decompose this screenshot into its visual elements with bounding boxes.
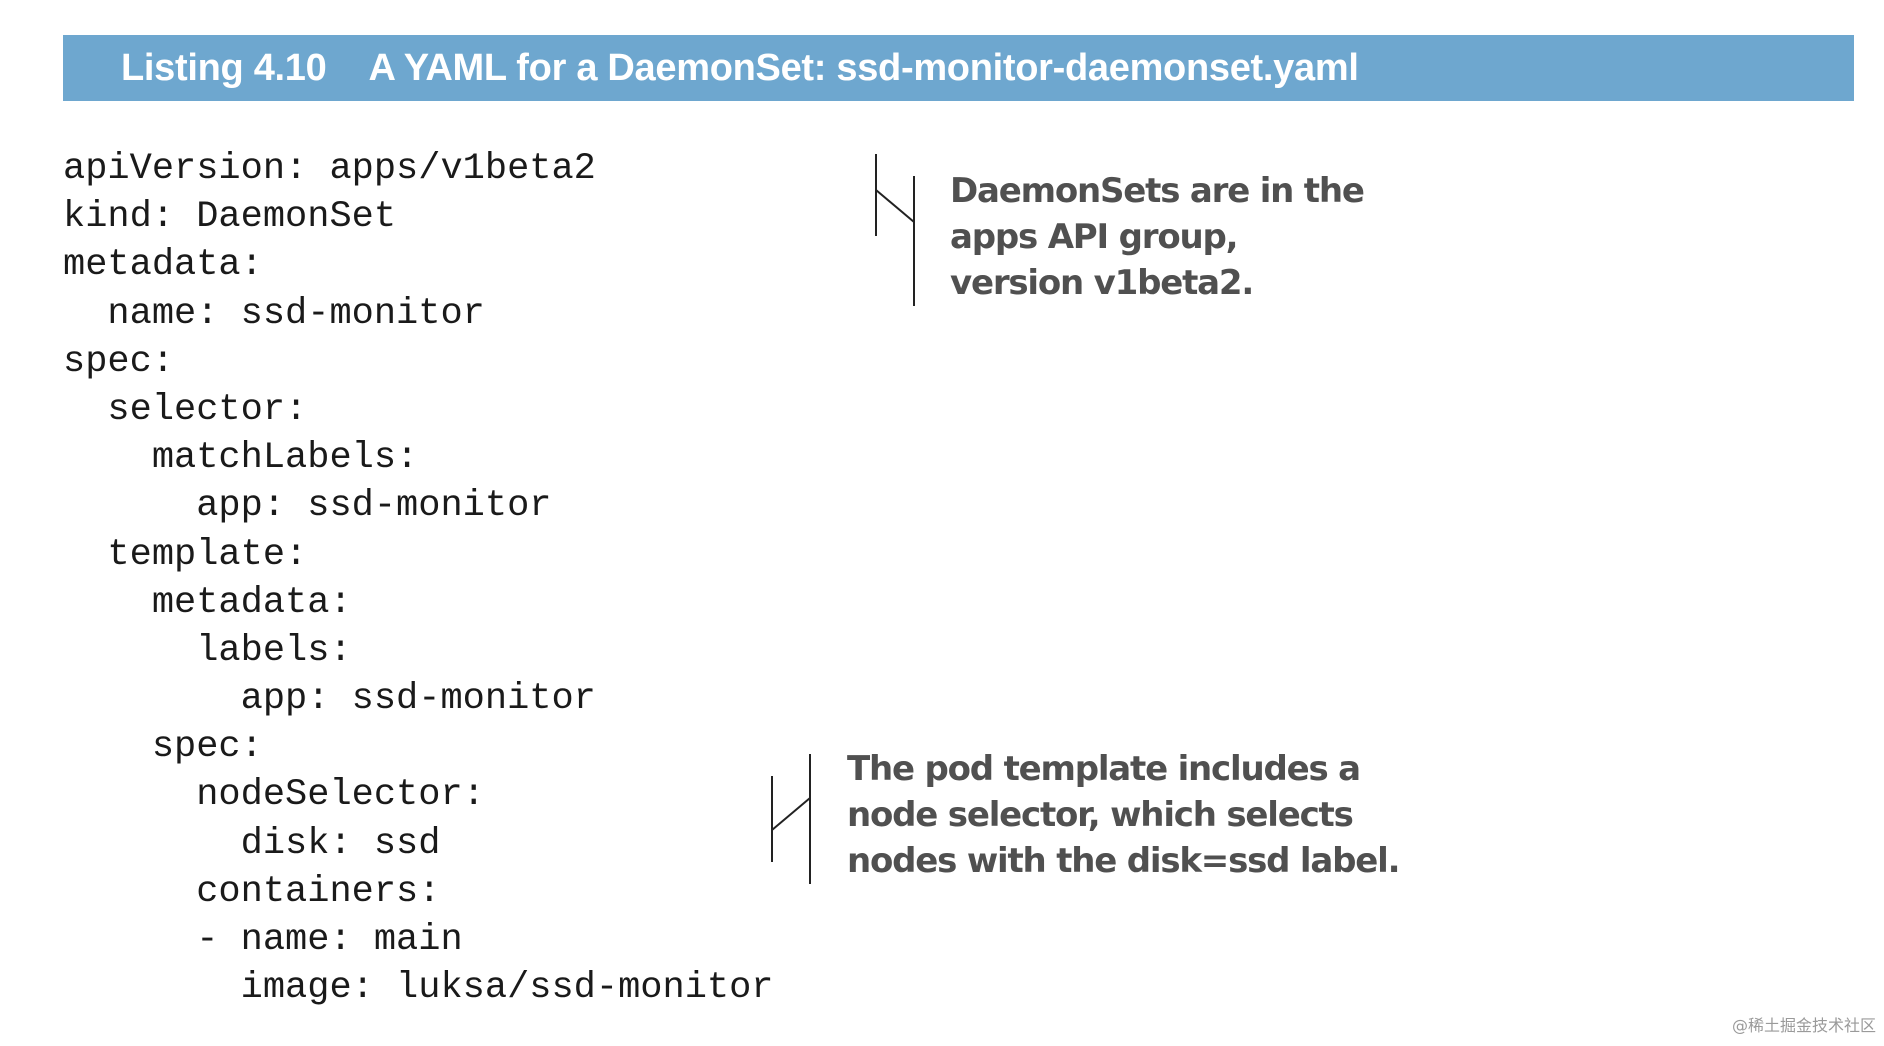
code-line: app: ssd-monitor <box>63 485 552 528</box>
annotation-line: node selector, which selects <box>847 795 1354 835</box>
annotation-daemonset-api: DaemonSets are in the apps API group, ve… <box>950 168 1365 306</box>
listing-header: Listing 4.10 A YAML for a DaemonSet: ssd-… <box>63 35 1854 101</box>
annotation-line: nodes with the disk=ssd label. <box>847 841 1400 881</box>
code-line: - name: main <box>63 919 463 961</box>
annotation-line: version v1beta2. <box>950 263 1254 303</box>
code-line: matchLabels: <box>63 437 419 480</box>
code-line: metadata: <box>63 244 263 287</box>
code-line: app: ssd-monitor <box>63 678 596 721</box>
code-line: metadata: <box>63 581 352 624</box>
code-line: disk: ssd <box>63 822 441 865</box>
code-line: template: <box>63 533 308 576</box>
annotation-bracket-2 <box>771 754 811 884</box>
annotation-bracket-1 <box>875 154 915 306</box>
code-line: labels: <box>63 629 352 672</box>
code-line: selector: <box>63 388 308 431</box>
annotation-line: DaemonSets are in the <box>950 171 1365 211</box>
yaml-code-block: apiVersion: apps/v1beta2 kind: DaemonSet m… <box>63 145 774 1012</box>
code-line: name: ssd-monitor <box>63 292 485 335</box>
annotation-line: apps API group, <box>950 217 1239 257</box>
code-line: containers: <box>63 870 441 913</box>
code-line: nodeSelector: <box>63 774 485 817</box>
code-line: image: luksa/ssd-monitor <box>63 967 774 1010</box>
listing-number: Listing 4.10 <box>121 47 327 89</box>
code-line: spec: <box>63 340 175 383</box>
code-line: kind: DaemonSet <box>63 196 397 239</box>
annotation-node-selector: The pod template includes a node selecto… <box>847 746 1400 884</box>
code-line: spec: <box>63 726 263 769</box>
code-line: apiVersion: apps/v1beta2 <box>63 148 596 190</box>
listing-title: A YAML for a DaemonSet: ssd-monitor-daem… <box>368 47 1359 89</box>
watermark: @稀土掘金技术社区 <box>1731 1016 1876 1035</box>
annotation-line: The pod template includes a <box>847 749 1361 789</box>
